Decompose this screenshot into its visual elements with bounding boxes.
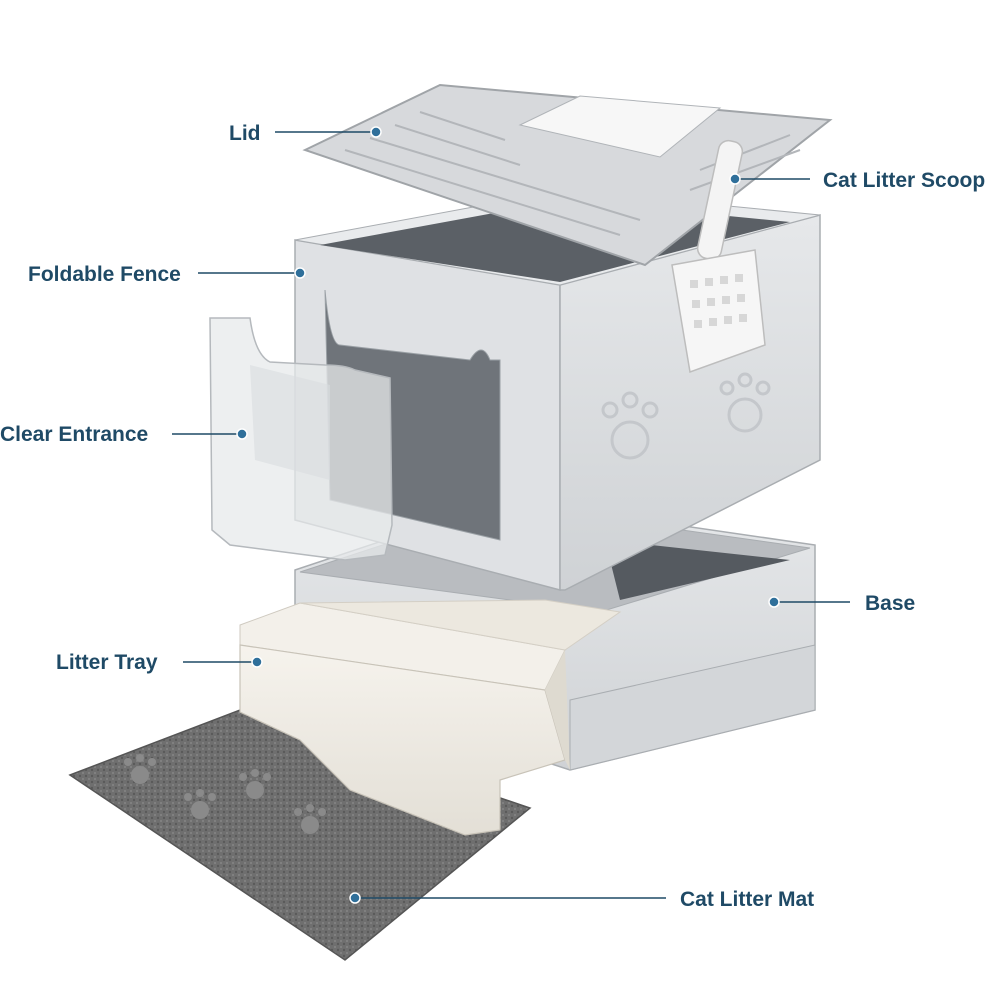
callout-label-cat-litter-scoop: Cat Litter Scoop xyxy=(823,169,985,192)
callout-label-litter-tray: Litter Tray xyxy=(56,651,158,674)
callout-cat-litter-scoop: Cat Litter Scoop xyxy=(729,169,985,192)
callout-litter-tray: Litter Tray xyxy=(56,651,263,674)
callout-label-foldable-fence: Foldable Fence xyxy=(28,263,181,286)
callout-label-clear-entrance: Clear Entrance xyxy=(0,423,148,446)
callout-label-base: Base xyxy=(865,592,915,615)
callout-foldable-fence: Foldable Fence xyxy=(28,263,306,286)
litter-tray xyxy=(239,599,622,836)
clear-entrance-door xyxy=(209,317,393,561)
paw-print-icon xyxy=(124,754,326,834)
callout-clear-entrance: Clear Entrance xyxy=(0,423,248,446)
callout-base: Base xyxy=(768,592,915,615)
callout-label-cat-litter-mat: Cat Litter Mat xyxy=(680,888,814,911)
callout-cat-litter-mat: Cat Litter Mat xyxy=(349,888,814,911)
cat-litter-scoop xyxy=(671,139,766,374)
lid xyxy=(302,83,833,267)
callout-lid: Lid xyxy=(229,122,382,145)
paw-print-icon xyxy=(601,372,771,460)
callout-label-lid: Lid xyxy=(229,122,261,145)
